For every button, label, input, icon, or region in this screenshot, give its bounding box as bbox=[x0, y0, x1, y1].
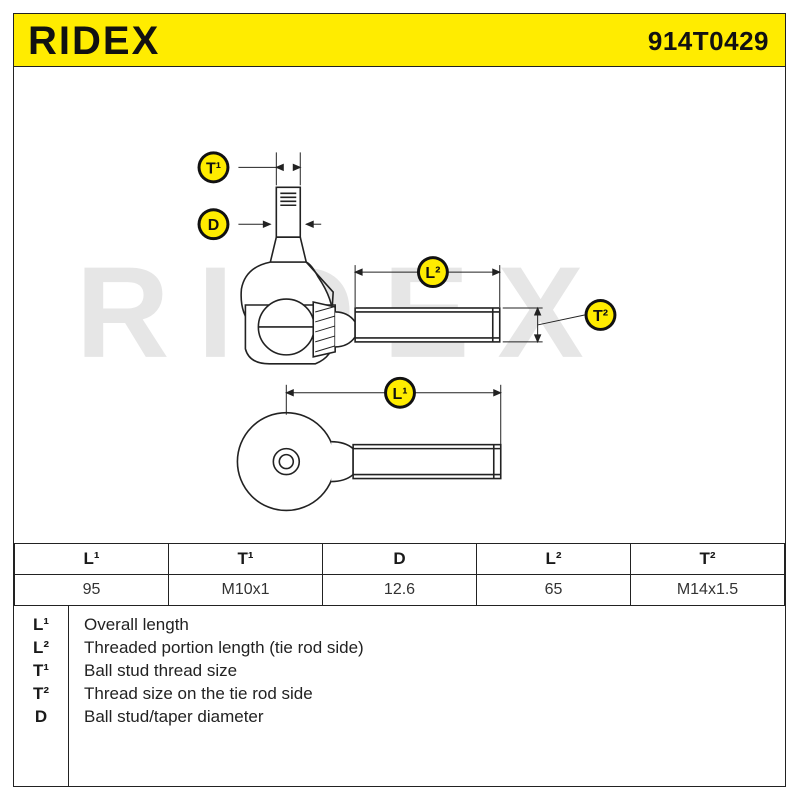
legend: L¹ Overall length L² Threaded portion le… bbox=[14, 605, 785, 787]
svg-text:L²: L² bbox=[425, 265, 440, 282]
spec-header-l1: L¹ bbox=[14, 543, 169, 575]
spec-table: L¹ T¹ D L² T² 95 M10x1 12.6 65 M14x1.5 bbox=[14, 543, 785, 606]
shank-top-view bbox=[352, 443, 502, 480]
label-d: D bbox=[197, 208, 230, 241]
legend-text: Ball stud/taper diameter bbox=[84, 707, 264, 726]
stud-taper bbox=[269, 236, 308, 263]
label-l2: L² bbox=[416, 256, 449, 289]
legend-key: L¹ bbox=[32, 615, 50, 634]
ridex-logo: RIDEX bbox=[28, 22, 160, 60]
legend-key: T¹ bbox=[32, 661, 50, 680]
spec-value-t1: M10x1 bbox=[168, 574, 323, 606]
label-t2: T² bbox=[584, 299, 617, 331]
spec-header-t2: T² bbox=[630, 543, 785, 575]
legend-key: D bbox=[34, 707, 48, 726]
datasheet-frame: RIDEX 914T0429 RIDEX bbox=[13, 13, 786, 787]
legend-item: L¹ Overall length bbox=[14, 615, 785, 637]
legend-item: L² Threaded portion length (tie rod side… bbox=[14, 638, 785, 660]
svg-text:T¹: T¹ bbox=[206, 160, 221, 177]
technical-drawing: RIDEX bbox=[76, 151, 617, 512]
spec-value-t2: M14x1.5 bbox=[630, 574, 785, 606]
legend-item: D Ball stud/taper diameter bbox=[14, 707, 785, 729]
legend-text: Thread size on the tie rod side bbox=[84, 684, 313, 703]
legend-item: T¹ Ball stud thread size bbox=[14, 661, 785, 683]
shank-thread bbox=[354, 307, 501, 343]
legend-item: T² Thread size on the tie rod side bbox=[14, 684, 785, 706]
spec-value-l2: 65 bbox=[476, 574, 631, 606]
spec-header-d: D bbox=[322, 543, 477, 575]
stud-thread bbox=[275, 186, 302, 238]
spec-header-l2: L² bbox=[476, 543, 631, 575]
spec-header-t1: T¹ bbox=[168, 543, 323, 575]
spec-value-d: 12.6 bbox=[322, 574, 477, 606]
legend-text: Threaded portion length (tie rod side) bbox=[84, 638, 364, 657]
header-bar: RIDEX 914T0429 bbox=[14, 14, 785, 67]
logo-text: RIDEX bbox=[28, 22, 160, 60]
legend-key: T² bbox=[32, 684, 50, 703]
legend-key: L² bbox=[32, 638, 50, 657]
legend-separator bbox=[68, 605, 69, 787]
label-l1: L¹ bbox=[384, 376, 416, 409]
svg-text:L¹: L¹ bbox=[392, 386, 407, 403]
legend-text: Overall length bbox=[84, 615, 189, 634]
legend-text: Ball stud thread size bbox=[84, 661, 238, 680]
svg-text:D: D bbox=[208, 217, 220, 234]
spec-header-row: L¹ T¹ D L² T² bbox=[14, 543, 785, 575]
spec-value-row: 95 M10x1 12.6 65 M14x1.5 bbox=[14, 574, 785, 606]
spec-value-l1: 95 bbox=[14, 574, 169, 606]
part-number: 914T0429 bbox=[647, 26, 769, 56]
label-t1: T¹ bbox=[197, 151, 230, 184]
svg-text:T²: T² bbox=[593, 308, 608, 325]
